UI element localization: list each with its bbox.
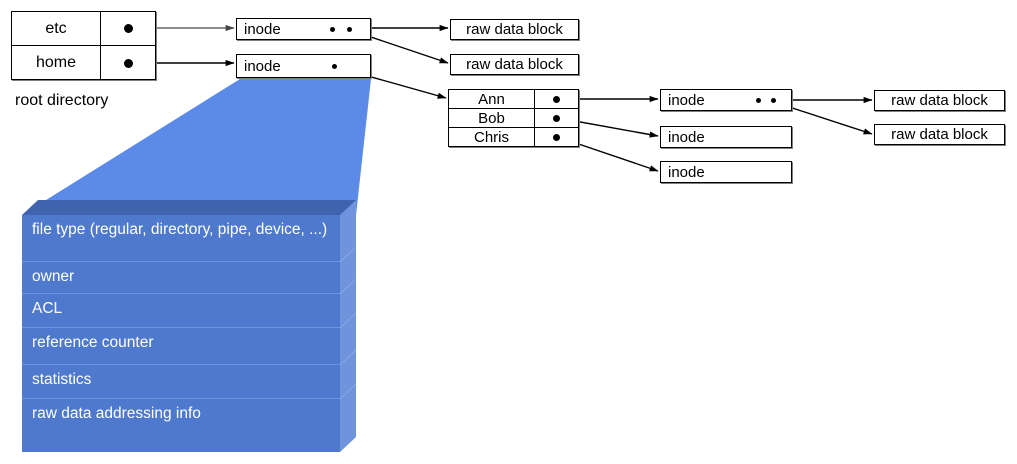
home-entry-name-chris: Chris — [449, 128, 535, 146]
root-directory-table: etc home — [11, 11, 156, 80]
inode-pointer-dot-icon — [771, 98, 776, 103]
inode-pointer-dot-icon — [756, 98, 761, 103]
inode-box-chris[interactable]: inode — [660, 161, 792, 183]
raw-data-block[interactable]: raw data block — [450, 54, 579, 75]
inode-box-bob[interactable]: inode — [660, 126, 792, 148]
stack-field-raw-data-addressing-info: raw data addressing info — [22, 399, 340, 452]
stack-field-owner: owner — [22, 262, 340, 294]
pointer-dot-icon — [123, 24, 133, 33]
table-row[interactable]: Chris — [449, 128, 578, 146]
inode-label: inode — [244, 20, 281, 38]
raw-data-block[interactable]: raw data block — [874, 124, 1005, 145]
home-entry-name-bob: Bob — [449, 109, 535, 127]
inode-label: inode — [244, 57, 281, 75]
stack-side-separators — [339, 246, 356, 400]
table-row[interactable]: Bob — [449, 109, 578, 128]
root-entry-name-etc: etc — [12, 12, 101, 45]
stack-field-statistics: statistics — [22, 365, 340, 399]
stack-side-face — [340, 200, 356, 452]
pointer-dot-icon — [123, 58, 133, 68]
inode-box-home[interactable]: inode — [236, 54, 371, 78]
zoom-cone — [22, 79, 371, 215]
raw-data-block[interactable]: raw data block — [874, 90, 1005, 111]
root-entry-name-home: home — [12, 46, 101, 80]
stack-field-acl: ACL — [22, 294, 340, 328]
inode-label: inode — [668, 163, 705, 181]
table-row[interactable]: Ann — [449, 90, 578, 109]
home-directory-table: Ann Bob Chris — [448, 89, 579, 147]
root-directory-caption: root directory — [15, 92, 109, 109]
inode-box-etc[interactable]: inode — [236, 18, 371, 40]
pointer-dot-icon — [553, 133, 560, 141]
raw-data-block-label: raw data block — [891, 126, 988, 143]
inode-pointer-dot-icon — [330, 27, 335, 32]
home-entry-name-ann: Ann — [449, 90, 535, 108]
inode-detail-stack: file type (regular, directory, pipe, dev… — [22, 200, 356, 452]
inode-box-ann[interactable]: inode — [660, 89, 792, 111]
inode-label: inode — [668, 91, 705, 109]
raw-data-block-label: raw data block — [466, 56, 563, 73]
raw-data-block-label: raw data block — [891, 92, 988, 109]
home-entry-pointer-bob[interactable] — [535, 109, 578, 127]
table-row[interactable]: home — [12, 46, 155, 80]
table-row[interactable]: etc — [12, 12, 155, 46]
raw-data-block-label: raw data block — [466, 21, 563, 38]
root-entry-pointer-home[interactable] — [101, 46, 155, 80]
inode-label: inode — [668, 128, 705, 146]
root-entry-pointer-etc[interactable] — [101, 12, 155, 45]
stack-field-file-type: file type (regular, directory, pipe, dev… — [22, 215, 340, 262]
stack-3d-faces — [22, 200, 356, 452]
home-entry-pointer-chris[interactable] — [535, 128, 578, 146]
stack-top-face — [22, 200, 356, 215]
pointer-dot-icon — [553, 114, 560, 122]
raw-data-block[interactable]: raw data block — [450, 19, 579, 40]
inode-pointer-dot-icon — [332, 64, 337, 69]
stack-front-face: file type (regular, directory, pipe, dev… — [22, 215, 340, 452]
home-entry-pointer-ann[interactable] — [535, 90, 578, 108]
pointer-dot-icon — [553, 95, 560, 103]
inode-pointer-dot-icon — [347, 27, 352, 32]
stack-field-reference-counter: reference counter — [22, 328, 340, 365]
